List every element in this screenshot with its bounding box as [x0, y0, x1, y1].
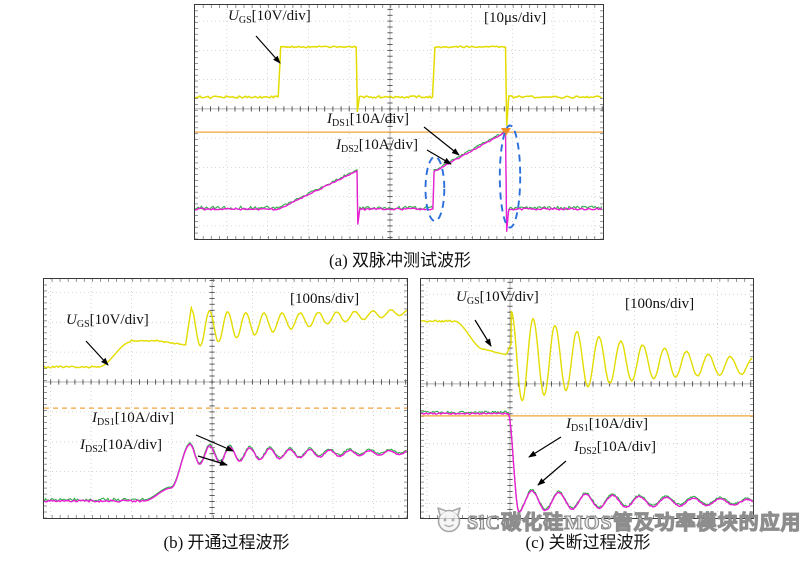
caption-b: (b) 开通过程波形: [163, 533, 290, 552]
ugs-label-c: UGS[10V/div]: [456, 289, 539, 307]
scope-screen-a: [195, 5, 603, 239]
scope-panel-c: [420, 278, 754, 519]
ugs-label-b: UGS[10V/div]: [66, 312, 149, 330]
ids2-label-b: IDS2[10A/div]: [80, 437, 162, 455]
timebase-label-c: [100ns/div]: [625, 296, 695, 312]
ugs-subscript: GS: [238, 15, 252, 26]
caption-a: (a) 双脉冲测试波形: [328, 251, 472, 270]
ids1-label-b: IDS1[10A/div]: [92, 410, 174, 428]
caption-c: (c) 关断过程波形: [525, 533, 651, 552]
ugs-scale: [10V/div]: [251, 8, 311, 24]
watermark-text: SiC碳化硅MOS管及功率模块的应用: [466, 511, 799, 534]
ids1-label-c: IDS1[10A/div]: [566, 416, 648, 434]
scope-screen-c: [421, 279, 753, 518]
ugs-label-a: UGS[10V/div]: [228, 8, 311, 26]
scope-panel-b: [43, 278, 408, 519]
scope-screen-b: [44, 279, 407, 518]
ids1-label-a: IDS1[10A/div]: [327, 111, 409, 129]
watermark: SiC碳化硅MOS管及功率模块的应用: [434, 505, 799, 535]
ids2-label-c: IDS2[10A/div]: [574, 439, 656, 457]
timebase-label-a: [10μs/div]: [484, 10, 546, 27]
cat-face-logo-icon: [437, 507, 461, 533]
timebase-value: [10μs/div]: [484, 10, 547, 26]
ugs-symbol: U: [228, 8, 239, 24]
timebase-label-b: [100ns/div]: [290, 291, 360, 307]
ids2-label-a: IDS2[10A/div]: [336, 137, 418, 155]
